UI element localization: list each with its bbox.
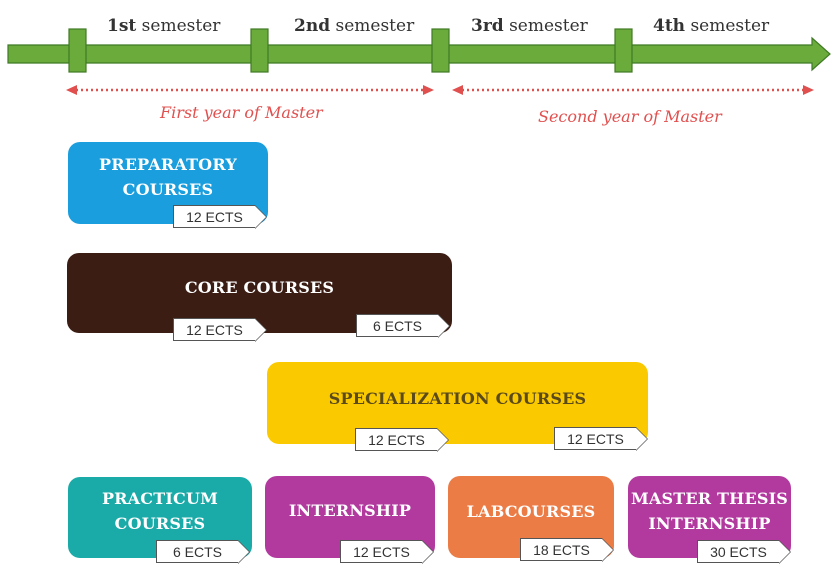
specialization-ects-tag-1: 12 ECTS [355, 428, 449, 452]
core-label: CORE COURSES [184, 278, 335, 297]
thesis-label-line-2: INTERNSHIP [648, 514, 771, 533]
specialization-ects-tag-2: 12 ECTS [554, 427, 648, 451]
year-arrows [66, 85, 814, 95]
semester-marker [614, 28, 633, 73]
practicum-label-line-2: COURSES [114, 514, 206, 533]
semester-timeline [7, 28, 831, 73]
practicum-ects-tag: 6 ECTS [156, 540, 250, 564]
specialization-label: SPECIALIZATION COURSES [328, 389, 587, 408]
preparatory-label-line-2: COURSES [122, 180, 214, 199]
first-year-label: First year of Master [160, 103, 323, 122]
core-ects-tag-1: 12 ECTS [173, 318, 267, 342]
thesis-label-line-1: MASTER THESIS [630, 489, 789, 508]
practicum-label-line-1: PRACTICUM [101, 489, 219, 508]
timeline-arrow [7, 36, 831, 72]
semester-label-2: 2nd semester [294, 16, 415, 36]
second-year-label: Second year of Master [538, 107, 722, 126]
thesis-ects-tag: 30 ECTS [697, 540, 791, 564]
semester-label-4: 4th semester [653, 16, 770, 36]
semester-label-3: 3rd semester [471, 16, 588, 36]
semester-marker [250, 28, 269, 73]
preparatory-ects-tag: 12 ECTS [173, 205, 267, 229]
semester-marker [68, 28, 87, 73]
labcourses-ects-tag: 18 ECTS [520, 538, 614, 562]
semester-marker [431, 28, 450, 73]
internship-ects-tag: 12 ECTS [340, 540, 434, 564]
semester-label-1: 1st semester [107, 16, 221, 36]
preparatory-label-line-1: PREPARATORY [99, 155, 237, 174]
labcourses-label: LABCOURSES [466, 502, 596, 521]
internship-label: INTERNSHIP [288, 501, 412, 520]
core-ects-tag-2: 6 ECTS [356, 314, 450, 338]
